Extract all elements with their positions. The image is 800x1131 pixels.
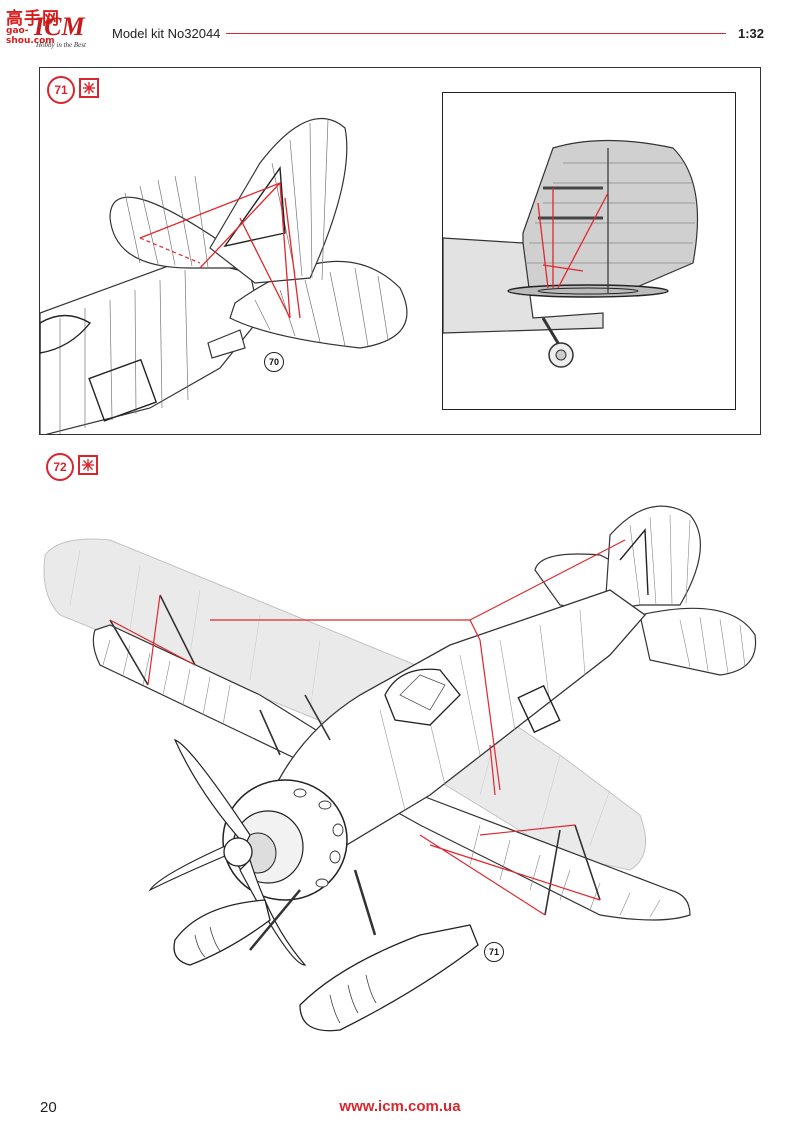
watermark: 高手网 gao-shou.com: [6, 4, 76, 50]
tail-side-view-drawing: [443, 139, 699, 368]
page-number: 20: [40, 1099, 57, 1116]
icm-logo: ICM Hobby in the Best: [34, 14, 102, 50]
step-number: 72: [46, 453, 74, 481]
biplane-full-drawing: [43, 505, 757, 1032]
glue-asterisk-icon: [79, 78, 99, 98]
logo-text: ICM: [34, 12, 85, 41]
watermark-chinese: 高手网: [6, 9, 60, 29]
kit-title: Model kit No32044: [112, 26, 221, 41]
step-number: 71: [47, 76, 75, 104]
scale-label: 1:32: [738, 26, 765, 41]
page-header: 高手网 gao-shou.com ICM Hobby in the Best M…: [0, 0, 800, 60]
part-ref-70: 70: [264, 352, 284, 372]
glue-asterisk-icon: [78, 455, 98, 475]
tail-assembly-drawing: [40, 118, 408, 434]
logo-tagline: Hobby in the Best: [36, 41, 86, 49]
header-divider: [226, 33, 726, 34]
part-ref-71: 71: [484, 942, 504, 962]
step-71-inset: [442, 92, 736, 410]
watermark-url: gao-shou.com: [6, 26, 55, 46]
website-link[interactable]: www.icm.com.ua: [339, 1098, 461, 1115]
